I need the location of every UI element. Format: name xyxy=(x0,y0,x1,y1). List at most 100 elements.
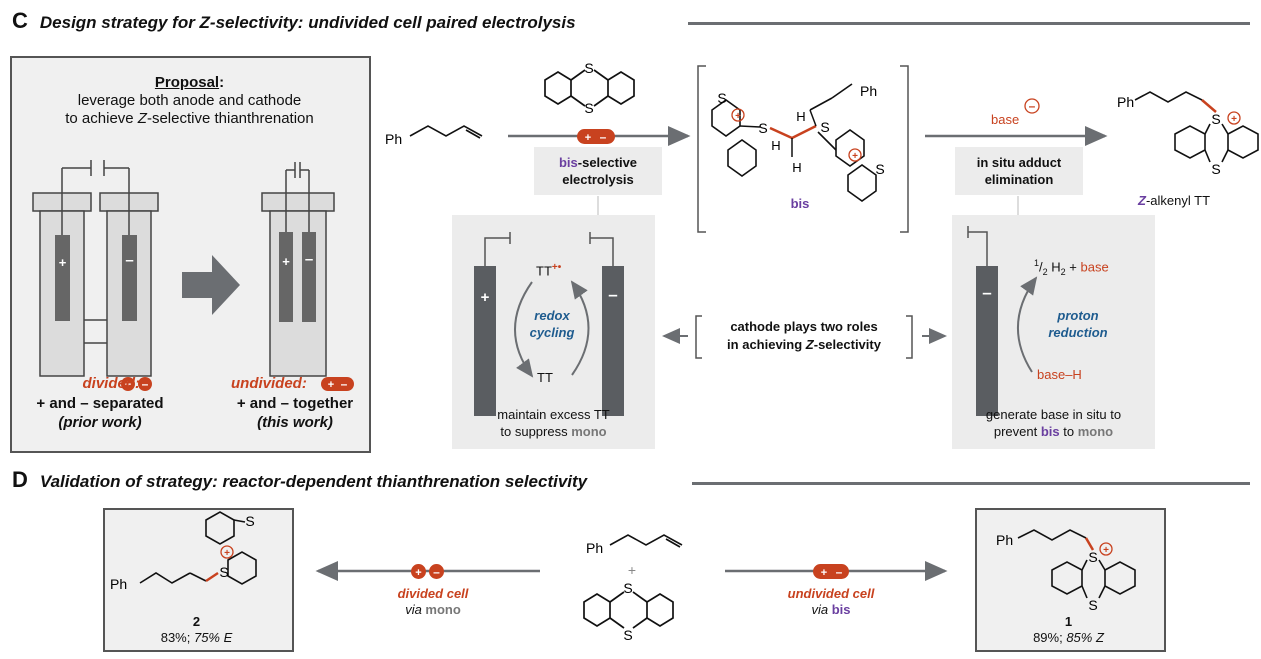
proposal-text: Proposal: leverage both anode and cathod… xyxy=(12,74,367,128)
undivided-desc: + and – together xyxy=(236,395,354,412)
svg-text:H: H xyxy=(792,160,801,175)
base-label-top: base xyxy=(991,112,1020,127)
undivided-cathode-sign: – xyxy=(305,251,313,268)
divided-cathode xyxy=(122,235,137,321)
svg-text:+: + xyxy=(735,111,741,122)
svg-text:–: – xyxy=(836,565,843,579)
divided-cell-badge: + – xyxy=(411,564,444,579)
undivided-label: undivided: xyxy=(231,375,307,392)
proton-reduction-label: proton reduction xyxy=(1048,308,1108,340)
svg-text:+: + xyxy=(224,548,230,559)
center-substrate xyxy=(609,534,683,548)
svg-text:S: S xyxy=(717,90,726,106)
svg-text:+: + xyxy=(1231,114,1237,125)
svg-text:–: – xyxy=(600,130,607,144)
section-d-rule xyxy=(692,482,1250,485)
undivided-cell-badge: + – xyxy=(813,564,849,579)
divided-note: (prior work) xyxy=(58,414,142,431)
redox-caption: maintain excess TT to suppress mono xyxy=(497,407,610,439)
svg-text:+: + xyxy=(125,379,131,391)
redox-cycling-label: redox cycling xyxy=(529,308,575,340)
section-d-title: Validation of strategy: reactor-dependen… xyxy=(39,472,588,491)
undivided-badge: + – xyxy=(321,377,354,391)
product-2-label: 2 83%; 75% E xyxy=(160,614,233,645)
section-c-header: C Design strategy for Z-selectivity: undi… xyxy=(12,8,576,34)
center-thianthrene xyxy=(583,591,674,629)
svg-text:H: H xyxy=(796,109,805,124)
divided-cathode-sign: – xyxy=(125,252,133,269)
product-1-label: 1 89%; 85% Z xyxy=(1033,614,1104,645)
svg-text:+: + xyxy=(628,562,636,578)
bis-label: bis xyxy=(790,196,810,211)
svg-text:S: S xyxy=(584,60,593,76)
divided-desc: + and – separated xyxy=(36,395,164,412)
proton-cathode xyxy=(976,266,998,416)
substrate-structure xyxy=(409,125,483,139)
bis-selective-box xyxy=(534,147,662,195)
z-alkenyl-structure xyxy=(1134,91,1259,163)
divided-cell-label: divided cell via mono xyxy=(397,586,469,617)
divided-cell-illustration xyxy=(32,160,159,377)
thianthrene-reagent xyxy=(544,69,635,107)
undivided-anode xyxy=(279,232,293,322)
svg-text:S: S xyxy=(1088,597,1097,613)
insitu-label: in situ adduct elimination xyxy=(976,155,1062,187)
bis-adduct-structure xyxy=(711,83,877,202)
bis-selective-label: bis-selective electrolysis xyxy=(558,155,638,187)
h2-base-label: 1/2 H2 + base xyxy=(1034,258,1109,277)
svg-text:Ph: Ph xyxy=(586,540,603,556)
svg-text:+: + xyxy=(585,132,591,144)
svg-text:S: S xyxy=(219,564,228,580)
undivided-reaction-badge-top: + – xyxy=(577,129,615,144)
svg-text:–: – xyxy=(341,377,348,391)
svg-text:+: + xyxy=(328,379,334,391)
svg-text:S: S xyxy=(875,161,884,177)
svg-text:S: S xyxy=(758,120,767,136)
svg-text:–: – xyxy=(142,377,149,391)
tt-radical-label: TT+• xyxy=(536,262,562,279)
section-c-rule xyxy=(688,22,1250,25)
bis-new-bond-1 xyxy=(769,126,793,140)
redox-cathode xyxy=(602,266,624,416)
tt-neutral-label: TT xyxy=(537,370,553,385)
section-c-letter: C xyxy=(12,8,28,33)
base-h-label: base–H xyxy=(1037,367,1082,382)
product-2-box xyxy=(103,508,294,652)
proton-caption: generate base in situ to prevent bis to … xyxy=(985,407,1122,439)
divided-anode xyxy=(55,235,70,321)
proposal-line1: leverage both anode and cathode xyxy=(77,92,302,109)
svg-text:S: S xyxy=(584,100,593,116)
svg-text:+: + xyxy=(415,567,421,579)
svg-text:+: + xyxy=(481,289,490,306)
undivided-cell-label: undivided cell via bis xyxy=(787,586,875,617)
svg-text:Ph: Ph xyxy=(996,532,1013,548)
svg-text:+: + xyxy=(821,567,827,579)
svg-text:S: S xyxy=(1211,161,1220,177)
section-c-title: Design strategy for Z-selectivity: undiv… xyxy=(39,13,576,32)
svg-text:Ph: Ph xyxy=(860,83,877,99)
z-alkenyl-label: Z-alkenyl TT xyxy=(1138,193,1211,208)
divided-badge: + – xyxy=(121,377,152,391)
svg-text:S: S xyxy=(1211,111,1220,127)
product-1-structure xyxy=(1017,529,1136,599)
proposal-heading: Proposal xyxy=(154,74,220,91)
svg-text:S: S xyxy=(1088,549,1097,565)
product-2-structure xyxy=(139,511,257,585)
svg-text:+: + xyxy=(1103,545,1109,556)
undivided-anode-sign: + xyxy=(282,254,290,269)
svg-text:Ph: Ph xyxy=(110,576,127,592)
svg-text:–: – xyxy=(982,283,991,302)
svg-text:Ph: Ph xyxy=(1117,94,1134,110)
svg-text:–: – xyxy=(608,285,617,304)
divided-anode-sign: + xyxy=(59,255,67,270)
bis-bracket-right xyxy=(900,65,909,233)
substrate-ph: Ph xyxy=(385,131,402,147)
redox-anode xyxy=(474,266,496,416)
svg-text:+: + xyxy=(852,151,858,162)
product-1-box xyxy=(975,508,1166,652)
undivided-note: (this work) xyxy=(257,414,333,431)
svg-text:S: S xyxy=(623,627,632,643)
divided-label: divided: xyxy=(82,375,140,392)
